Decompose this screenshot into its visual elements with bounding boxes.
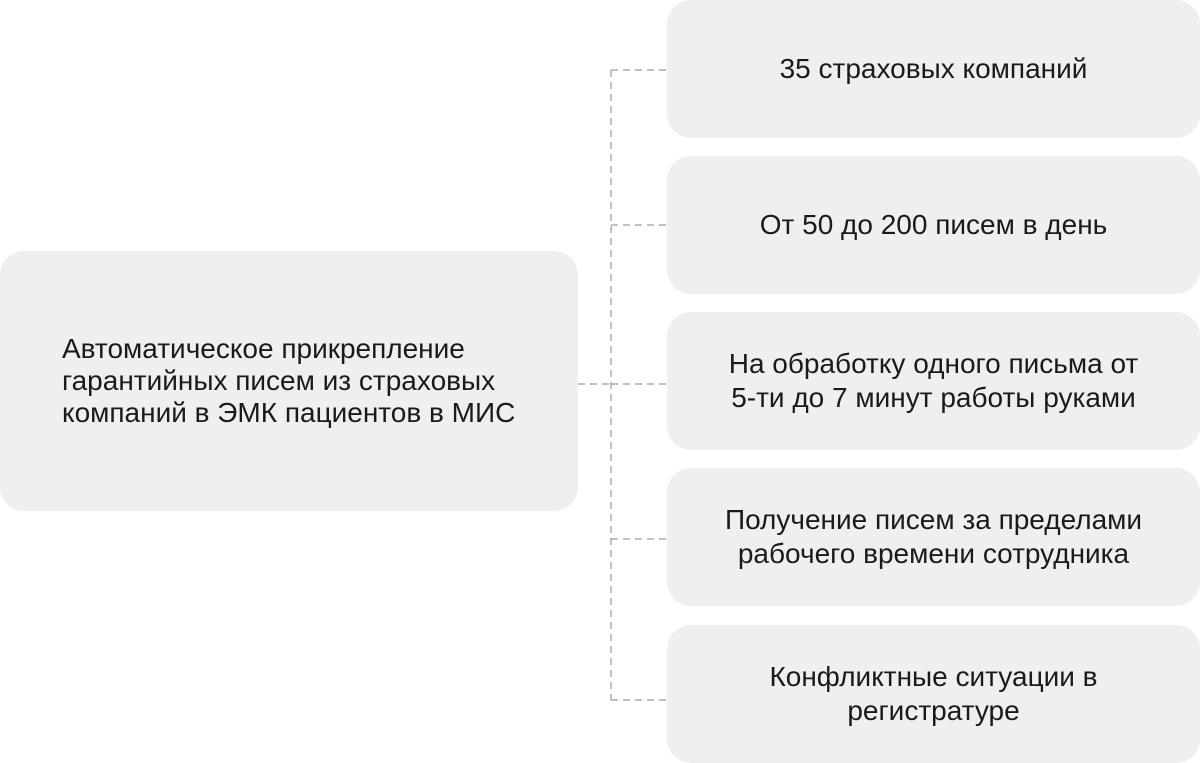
main-node-text: Автоматическое прикрепление гарантийных …: [62, 333, 516, 428]
item-node-text: 35 страховых компаний: [779, 53, 1088, 84]
item-node-text: Получение писем за пределами рабочего вр…: [724, 504, 1143, 569]
main-node: Автоматическое прикрепление гарантийных …: [0, 251, 578, 511]
item-node-off-hours: Получение писем за пределами рабочего вр…: [667, 468, 1200, 606]
item-node-letters-per-day: От 50 до 200 писем в день: [667, 156, 1200, 294]
item-node-text: От 50 до 200 писем в день: [759, 209, 1108, 240]
item-node-text: На обработку одного письма от 5-ти до 7 …: [728, 348, 1139, 413]
item-node-conflicts: Конфликтные ситуации в регистратуре: [667, 625, 1200, 763]
item-node-processing-time: На обработку одного письма от 5-ти до 7 …: [667, 312, 1200, 450]
item-node-insurers: 35 страховых компаний: [667, 0, 1200, 138]
item-node-text: Конфликтные ситуации в регистратуре: [769, 661, 1098, 726]
